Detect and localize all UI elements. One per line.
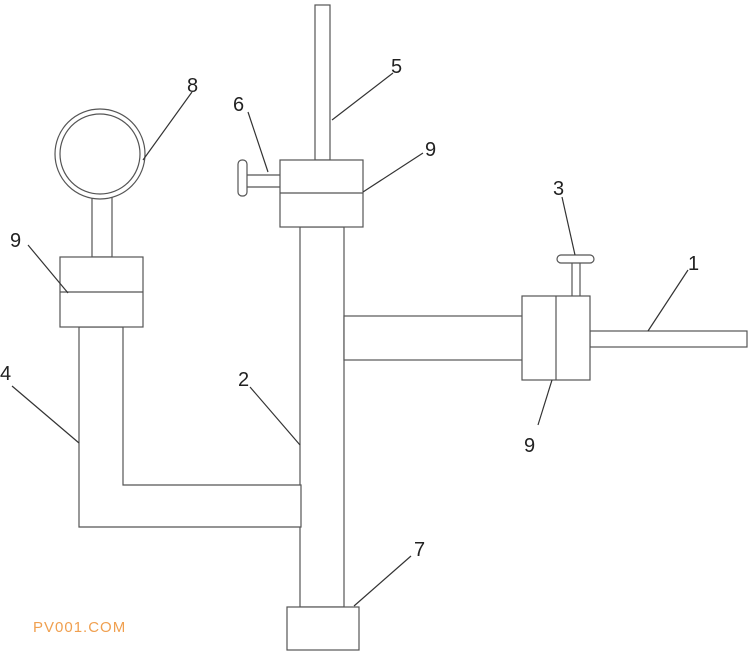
label-9-left: 9 xyxy=(10,230,21,252)
label-7: 7 xyxy=(414,539,425,561)
leader-5 xyxy=(331,72,394,121)
gauge-inner-ring xyxy=(59,113,141,195)
leader-3 xyxy=(561,196,576,256)
leader-9-right xyxy=(537,379,553,426)
leader-4 xyxy=(11,385,80,444)
base-block xyxy=(286,606,360,651)
label-5: 5 xyxy=(391,56,402,78)
leader-7 xyxy=(353,555,412,607)
leader-2 xyxy=(249,386,301,446)
horizontal-rod xyxy=(589,330,748,348)
watermark: PV001.COM xyxy=(33,619,127,636)
label-1: 1 xyxy=(688,253,699,275)
horizontal-arm xyxy=(343,315,525,361)
label-9-top: 9 xyxy=(425,139,436,161)
label-9-right: 9 xyxy=(524,435,535,457)
leader-8 xyxy=(142,91,193,161)
top-screw-knob xyxy=(237,159,248,197)
gauge-stem xyxy=(91,194,113,258)
l-shaped-pipe xyxy=(78,326,302,528)
label-6: 6 xyxy=(233,94,244,116)
label-4: 4 xyxy=(0,363,11,385)
leader-9-left xyxy=(27,244,69,294)
main-vertical-body xyxy=(299,226,345,608)
right-screw-knob xyxy=(556,254,595,264)
label-2: 2 xyxy=(238,369,249,391)
label-3: 3 xyxy=(553,178,564,200)
leader-6 xyxy=(247,111,269,173)
leader-9-top xyxy=(362,152,424,193)
label-8: 8 xyxy=(187,75,198,97)
upper-rod xyxy=(314,4,331,161)
leader-1 xyxy=(647,269,689,332)
